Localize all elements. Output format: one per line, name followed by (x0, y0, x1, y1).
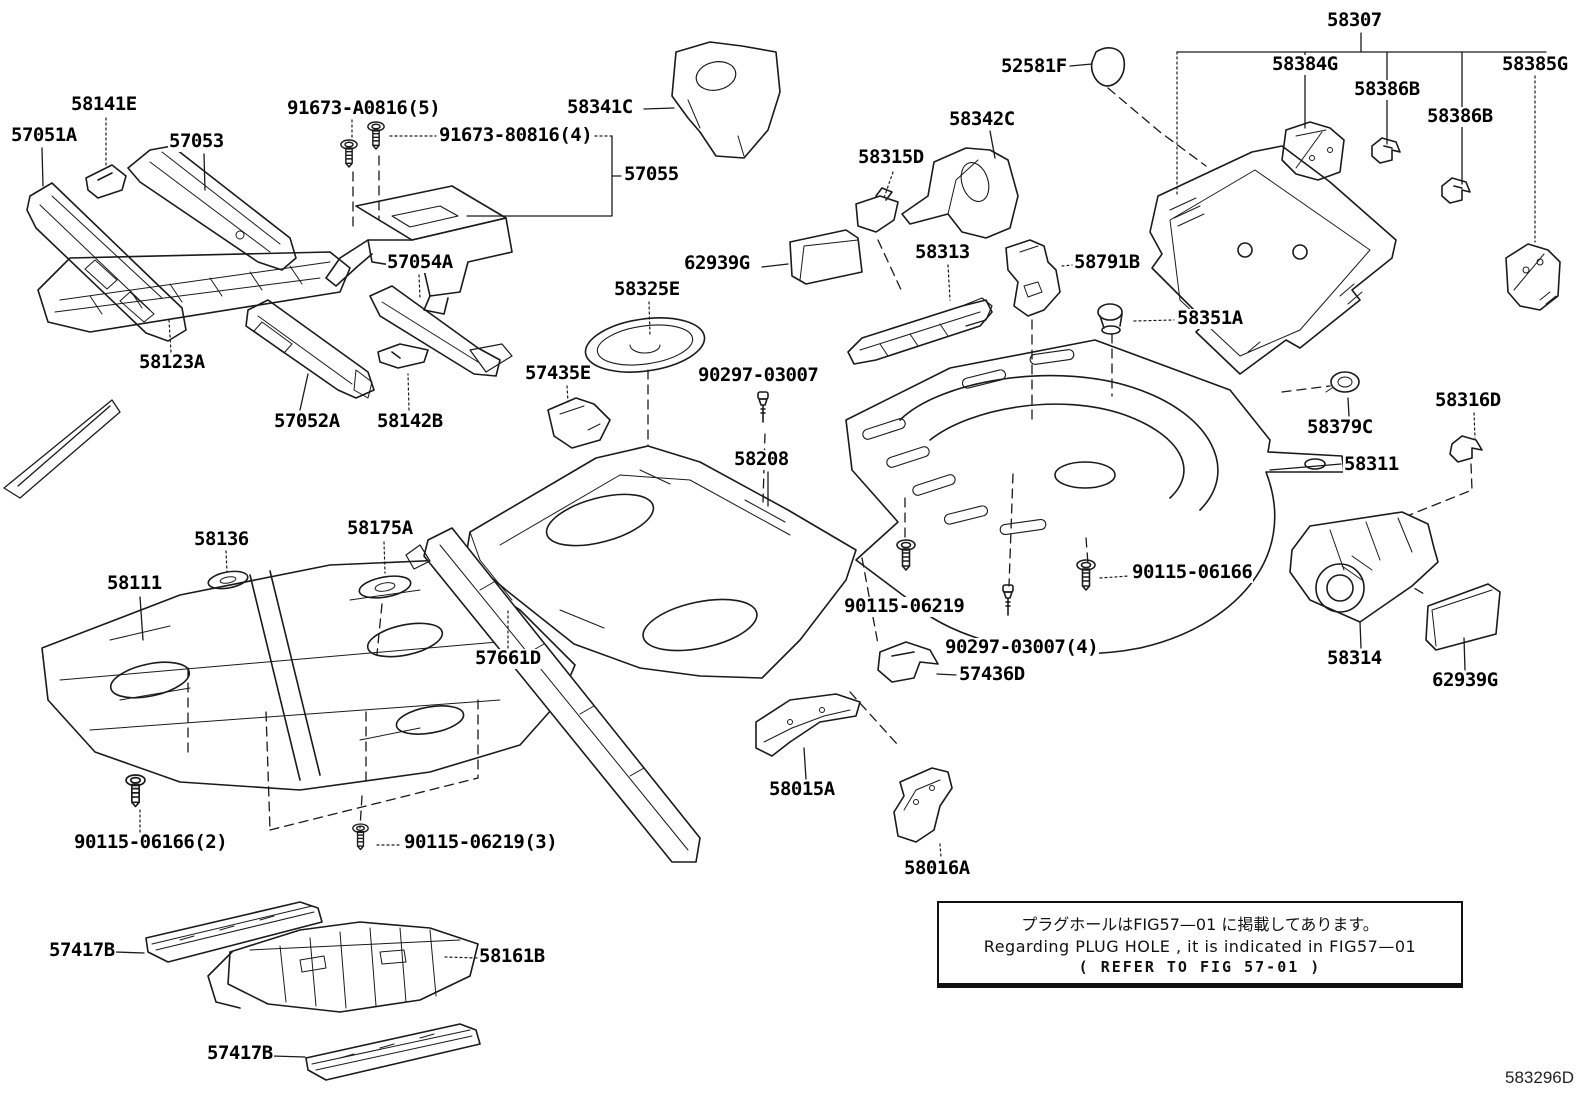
part-58385g-corner-gusset (1505, 243, 1561, 311)
part-number-label: 90115-06166 (1131, 561, 1254, 583)
part-58313-floor-side-member-rear (847, 297, 993, 365)
part-number-label: 57661D (474, 647, 542, 669)
part-58161b-front-floor-crossmember (207, 921, 479, 1013)
part-number-label: 58175A (346, 517, 414, 539)
part-57417b-sill-rail-upper (145, 901, 323, 963)
part-number-label: 57052A (273, 410, 341, 432)
part-number-label: 58315D (857, 146, 925, 168)
part-number-label: 57053 (168, 130, 225, 152)
part-58379c-grommet (1325, 371, 1360, 393)
part-58123a-floor-side-member (3, 251, 351, 499)
part-57417b-sill-rail-lower (305, 1023, 481, 1081)
part-number-label: 91673-80816(4) (438, 124, 594, 146)
part-number-label: 90297-03007 (697, 364, 820, 386)
document-number: 583296D (1505, 1068, 1575, 1087)
part-number-label: 58341C (566, 96, 634, 118)
part-number-label: 57054A (386, 251, 454, 273)
note-refer-text: ( REFER TO FIG 57-01 ) (1078, 957, 1322, 976)
part-number-label: 58351A (1176, 307, 1244, 329)
part-number-label: 58141E (70, 93, 138, 115)
part-57661d-floor-brace (405, 527, 701, 863)
part-57053-front-side-member (127, 145, 297, 271)
part-57055-engine-mount-bracket (325, 185, 513, 315)
part-58175a-washer-plate (358, 575, 412, 599)
part-number-label: 58379C (1306, 416, 1374, 438)
part-number-label: 58386B (1426, 105, 1494, 127)
part-number-label: 58161B (478, 945, 546, 967)
note-english-text: Regarding PLUG HOLE , it is indicated in… (983, 936, 1417, 956)
part-number-label: 58142B (376, 410, 444, 432)
part-number-label: 57435E (524, 362, 592, 384)
part-57054a-member-rear (369, 285, 513, 377)
part-number-label: 58208 (733, 448, 790, 470)
part-number-label: 58136 (193, 528, 250, 550)
part-58316d-clip (1449, 435, 1483, 463)
leader-lines-dotted (105, 51, 1536, 959)
part-58208-center-floor-pan (465, 445, 857, 679)
part-number-label: 58384G (1271, 53, 1339, 75)
part-number-label: 58111 (106, 572, 163, 594)
part-57436d-bracket (877, 641, 939, 683)
part-58386b-clip-2 (1441, 177, 1471, 204)
plug-hole-note-box: プラグホールはFIG57—01 に掲載してあります。 Regarding PLU… (937, 901, 1463, 988)
part-number-label: 90115-06219(3) (403, 831, 559, 853)
part-number-label: 58016A (903, 857, 971, 879)
part-58791b-hook-bracket (1005, 239, 1061, 317)
part-number-label: 58385G (1501, 53, 1569, 75)
part-58342c-wheel-house-bracket (901, 147, 1019, 239)
part-number-label: 58325E (613, 278, 681, 300)
part-number-label: 57436D (958, 663, 1026, 685)
part-57052a-member-rear (245, 299, 375, 399)
part-number-label: 58311 (1343, 453, 1400, 475)
part-62939g-silencer-pad-upper (789, 229, 863, 285)
part-number-label: 52581F (1000, 55, 1068, 77)
part-58015a-floor-reinforcement (755, 693, 861, 757)
part-52581f-plug (1090, 47, 1126, 87)
part-number-label: 57417B (206, 1042, 274, 1064)
part-number-label: 90115-06219 (843, 595, 966, 617)
part-58351a-grommet (1097, 303, 1123, 335)
part-number-label: 90115-06166(2) (73, 831, 229, 853)
part-number-label: 57051A (10, 124, 78, 146)
part-number-label: 58342C (948, 108, 1016, 130)
part-number-label: 57417B (48, 939, 116, 961)
part-number-label: 58307 (1326, 9, 1383, 31)
part-number-label: 58314 (1326, 647, 1383, 669)
part-number-label: 57055 (623, 163, 680, 185)
part-58141e-bracket (85, 164, 127, 199)
part-62939g-silencer-pad-lower (1425, 583, 1501, 651)
part-number-label: 62939G (1431, 669, 1499, 691)
part-58325e-service-hole-cover (584, 317, 706, 373)
part-58384g-panel-reinforcement (1281, 121, 1345, 181)
part-number-label: 58123A (138, 351, 206, 373)
part-number-label: 58316D (1434, 389, 1502, 411)
part-number-label: 62939G (683, 252, 751, 274)
part-58341c-wheel-house-panel (671, 41, 781, 159)
part-58111-front-floor-pan (41, 559, 576, 791)
part-number-label: 91673-A0816(5) (286, 97, 442, 119)
part-number-label: 58386B (1353, 78, 1421, 100)
part-57435e-bracket (547, 397, 611, 449)
part-number-label: 58015A (768, 778, 836, 800)
part-58016a-floor-reinforcement (893, 767, 953, 843)
part-58315d-bracket (855, 187, 899, 233)
part-number-label: 58313 (914, 241, 971, 263)
part-number-label: 58791B (1073, 251, 1141, 273)
part-number-label: 90297-03007(4) (944, 636, 1100, 658)
note-japanese-text: プラグホールはFIG57—01 に掲載してあります。 (1021, 914, 1379, 934)
part-58142b-bracket (377, 343, 429, 369)
part-58314-bracket (1289, 511, 1439, 623)
